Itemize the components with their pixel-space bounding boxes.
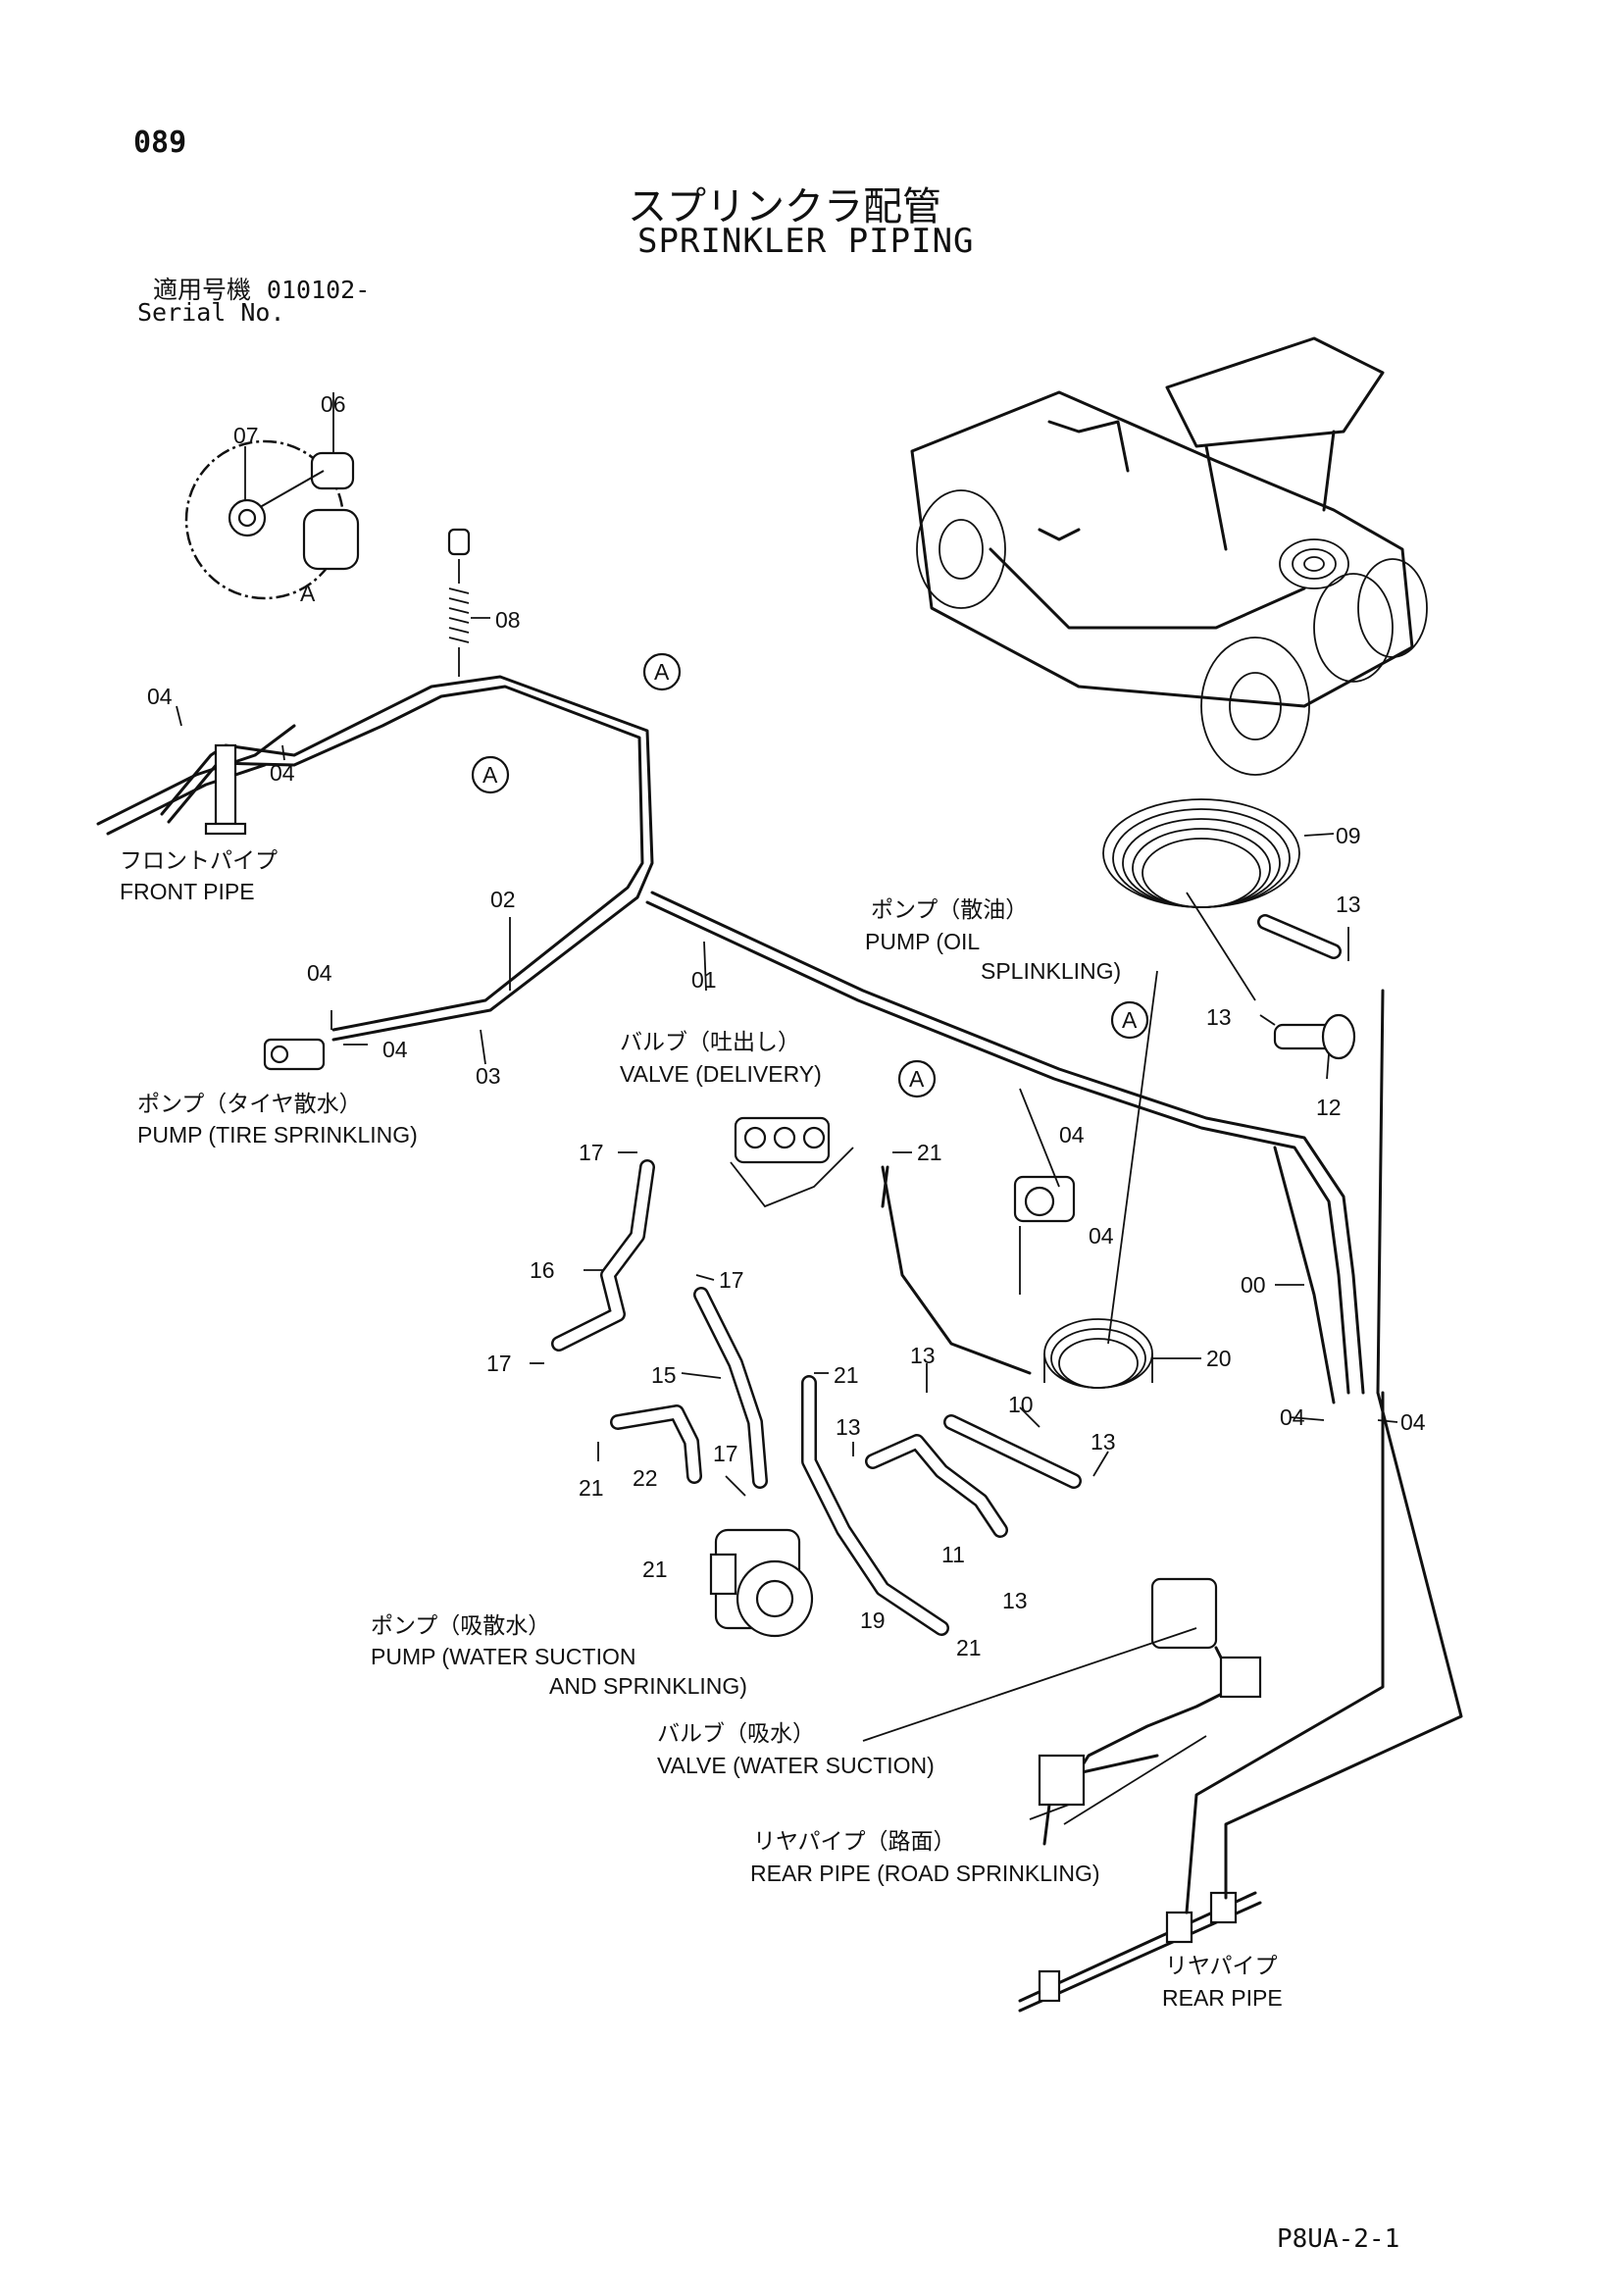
label-pump-tire-jp: ポンプ（タイヤ散水）	[137, 1091, 362, 1116]
detail-view-a: 06 07 A	[184, 391, 360, 606]
label-front-pipe-jp: フロントパイプ	[120, 847, 278, 873]
callout-20: 20	[1206, 1346, 1232, 1371]
label-rear-pipe-road-en: REAR PIPE (ROAD SPRINKLING)	[750, 1861, 1100, 1886]
title-japanese: スプリンクラ配管	[628, 184, 941, 230]
rear-pipe	[1018, 1391, 1463, 2013]
serial-value: 010102-	[266, 276, 371, 304]
callout-04-g: 04	[1280, 1404, 1305, 1430]
label-pump-oil-jp: ポンプ（散油）	[871, 896, 1028, 922]
callout-04-c: 04	[307, 960, 332, 986]
callout-13-f: 13	[1002, 1588, 1028, 1613]
callout-22: 22	[633, 1465, 658, 1491]
title-english: SPRINKLER PIPING	[637, 222, 975, 261]
callout-13-d: 13	[836, 1414, 861, 1440]
detail-callout-06: 06	[321, 391, 346, 417]
callout-03: 03	[476, 1063, 501, 1089]
callout-04-d: 04	[382, 1037, 408, 1062]
oil-sprinkling-pump	[1013, 1175, 1076, 1295]
callout-13-e: 13	[1091, 1429, 1116, 1454]
hoses	[551, 1159, 1082, 1636]
callout-15: 15	[651, 1362, 677, 1388]
label-rear-pipe-en: REAR PIPE	[1162, 1985, 1283, 2011]
callout-04-b: 04	[270, 760, 295, 786]
section-marker-a-2: A	[482, 762, 498, 788]
hose-coil-09	[1102, 798, 1342, 959]
label-pump-water-en-1: PUMP (WATER SUCTION	[371, 1644, 635, 1669]
callout-13-b: 13	[1206, 1004, 1232, 1030]
section-marker-a-1: A	[654, 659, 670, 685]
front-pipe-assembly	[96, 724, 296, 836]
water-suction-pump	[709, 1528, 814, 1638]
callout-02: 02	[490, 887, 516, 912]
label-rear-pipe-jp: リヤパイプ	[1165, 1953, 1278, 1978]
hose-coil-20	[881, 1165, 1153, 1389]
detail-callout-07: 07	[233, 423, 259, 448]
vehicle-outline	[910, 336, 1428, 776]
serial-label-en: Serial No.	[137, 298, 285, 327]
component-labels: フロントパイプ FRONT PIPE ポンプ（タイヤ散水） PUMP (TIRE…	[120, 847, 1283, 2011]
serial-label-jp: 適用号機	[153, 276, 252, 304]
callout-00: 00	[1241, 1272, 1266, 1298]
label-valve-delivery-jp: バルブ（吐出し）	[620, 1029, 800, 1054]
callout-21-a: 21	[917, 1140, 942, 1165]
callout-10: 10	[1008, 1392, 1034, 1417]
detail-view-caption: A	[300, 581, 316, 606]
page-number: 089	[133, 126, 187, 160]
label-pump-tire-en: PUMP (TIRE SPRINKLING)	[137, 1122, 418, 1148]
label-pump-water-en-2: AND SPRINKLING)	[549, 1673, 747, 1699]
label-pump-oil-en-1: PUMP (OIL	[865, 929, 980, 954]
callout-13-c: 13	[910, 1343, 936, 1368]
rear-pipe-road-sprinkling	[1038, 1754, 1159, 1846]
serial-line-jp: 適用号機 010102-	[153, 271, 370, 306]
section-markers: A A A A	[471, 652, 1149, 1098]
document-code: P8UA-2-1	[1277, 2224, 1400, 2254]
callout-01: 01	[691, 967, 717, 993]
leader-lines	[176, 617, 1398, 1825]
label-valve-suction-en: VALVE (WATER SUCTION)	[657, 1753, 935, 1778]
callout-17-b: 17	[719, 1267, 744, 1293]
callout-21-e: 21	[956, 1635, 982, 1660]
label-valve-suction-jp: バルブ（吸水）	[657, 1720, 815, 1746]
label-front-pipe-en: FRONT PIPE	[120, 879, 255, 904]
callout-11: 11	[941, 1542, 965, 1567]
delivery-valve	[730, 1116, 854, 1208]
label-valve-delivery-en: VALVE (DELIVERY)	[620, 1061, 822, 1087]
nozzle-part-12	[1273, 1013, 1356, 1060]
tire-sprinkling-pump	[263, 1038, 326, 1071]
callout-04-h: 04	[1400, 1409, 1426, 1435]
callout-04-a: 04	[147, 684, 173, 709]
callout-17-d: 17	[713, 1441, 738, 1466]
section-marker-a-3: A	[909, 1066, 925, 1092]
callout-04-e: 04	[1059, 1122, 1085, 1148]
callout-12: 12	[1316, 1095, 1342, 1120]
callout-21-b: 21	[834, 1362, 859, 1388]
callout-21-d: 21	[642, 1556, 668, 1582]
spring-part-08	[447, 528, 471, 677]
callout-17-a: 17	[579, 1140, 604, 1165]
callout-16: 16	[530, 1257, 555, 1283]
section-marker-a-4: A	[1122, 1007, 1138, 1033]
callout-08: 08	[495, 607, 521, 633]
callout-21-c: 21	[579, 1475, 604, 1501]
label-pump-oil-en-2: SPLINKLING)	[981, 958, 1121, 984]
label-pump-water-jp: ポンプ（吸散水）	[371, 1612, 550, 1638]
callout-17-c: 17	[486, 1351, 512, 1376]
callout-04-f: 04	[1089, 1223, 1114, 1249]
callout-09: 09	[1336, 823, 1361, 848]
label-rear-pipe-road-jp: リヤパイプ（路面）	[753, 1828, 956, 1854]
callout-13-a: 13	[1336, 892, 1361, 917]
callout-19: 19	[860, 1607, 886, 1633]
part-callouts: 04 04 08 02 03 01 04 04 09 13 13 12 04 0…	[147, 607, 1426, 1660]
